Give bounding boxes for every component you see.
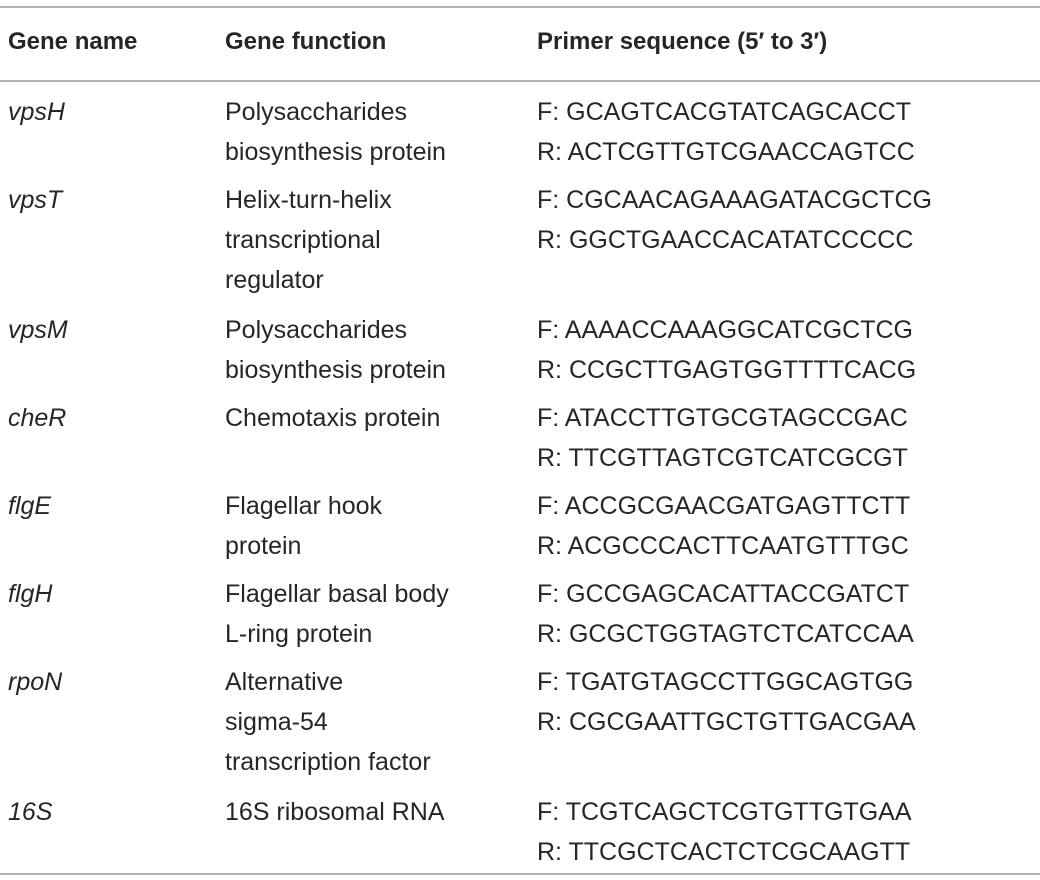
gene-name-cell: vpsM	[8, 316, 68, 344]
reverse-primer: R: GGCTGAACCACATATCCCCC	[537, 226, 914, 254]
gene-function-cell: Polysaccharides biosynthesis protein	[225, 310, 446, 390]
gene-function-cell: Chemotaxis protein	[225, 398, 440, 438]
gene-function-line: Polysaccharides	[225, 316, 408, 344]
table-row: vpsH Polysaccharides biosynthesis protein F…	[0, 92, 1040, 180]
gene-function-line: Flagellar hook	[225, 492, 383, 520]
primer-sequence-cell: F: AAAACCAAAGGCATCGCTCG R: CCGCTTGAGTGGTT…	[537, 310, 916, 390]
gene-function-line: L-ring protein	[225, 620, 373, 648]
gene-function-line: regulator	[225, 266, 324, 294]
gene-function-line: biosynthesis protein	[225, 356, 446, 384]
primer-sequence-cell: F: TCGTCAGCTCGTGTTGTGAA R: TTCGCTCACTCTCG…	[537, 792, 912, 872]
gene-function-line: sigma-54	[225, 708, 328, 736]
primer-sequence-cell: F: GCAGTCACGTATCAGCACCT R: ACTCGTTGTCGAAC…	[537, 92, 915, 172]
gene-function-line: protein	[225, 532, 302, 560]
reverse-primer: R: ACTCGTTGTCGAACCAGTCC	[537, 138, 915, 166]
header-gene-function: Gene function	[225, 28, 387, 55]
forward-primer: F: TGATGTAGCCTTGGCAGTGG	[537, 668, 914, 696]
gene-function-line: transcription factor	[225, 748, 431, 776]
table-header-row: Gene name Gene function Primer sequence …	[0, 24, 1040, 64]
gene-function-cell: Alternative sigma-54 transcription factor	[225, 662, 431, 782]
reverse-primer: R: ACGCCCACTTCAATGTTTGC	[537, 532, 909, 560]
gene-name-cell: flgH	[8, 580, 53, 608]
reverse-primer: R: CGCGAATTGCTGTTGACGAA	[537, 708, 916, 736]
gene-function-line: Helix-turn-helix	[225, 186, 392, 214]
gene-function-cell: Flagellar hook protein	[225, 486, 382, 566]
primer-sequence-cell: F: CGCAACAGAAAGATACGCTCG R: GGCTGAACCACAT…	[537, 180, 932, 260]
gene-function-line: Flagellar basal body	[225, 580, 449, 608]
forward-primer: F: ATACCTTGTGCGTAGCCGAC	[537, 404, 908, 432]
gene-function-line: Chemotaxis protein	[225, 404, 441, 432]
primer-sequence-cell: F: TGATGTAGCCTTGGCAGTGG R: CGCGAATTGCTGTT…	[537, 662, 916, 742]
gene-function-line: transcriptional	[225, 226, 381, 254]
table-row: vpsM Polysaccharides biosynthesis protein F…	[0, 310, 1040, 398]
table-row: rpoN Alternative sigma-54 transcription fac…	[0, 662, 1040, 792]
gene-function-line: Polysaccharides	[225, 98, 408, 126]
primer-sequence-cell: F: GCCGAGCACATTACCGATCT R: GCGCTGGTAGTCTC…	[537, 574, 914, 654]
primer-sequence-cell: F: ATACCTTGTGCGTAGCCGAC R: TTCGTTAGTCGTCA…	[537, 398, 908, 478]
forward-primer: F: GCCGAGCACATTACCGATCT	[537, 580, 910, 608]
reverse-primer: R: TTCGCTCACTCTCGCAAGTT	[537, 838, 911, 866]
table-row: 16S 16S ribosomal RNA F: TCGTCAGCTCGTGTTGT…	[0, 792, 1040, 880]
primer-sequence-cell: F: ACCGCGAACGATGAGTTCTT R: ACGCCCACTTCAAT…	[537, 486, 910, 566]
forward-primer: F: AAAACCAAAGGCATCGCTCG	[537, 316, 913, 344]
gene-function-cell: Polysaccharides biosynthesis protein	[225, 92, 446, 172]
forward-primer: F: TCGTCAGCTCGTGTTGTGAA	[537, 798, 912, 826]
forward-primer: F: GCAGTCACGTATCAGCACCT	[537, 98, 912, 126]
table-row: vpsT Helix-turn-helix transcriptional regul…	[0, 180, 1040, 310]
gene-function-line: 16S ribosomal RNA	[225, 798, 445, 826]
forward-primer: F: CGCAACAGAAAGATACGCTCG	[537, 186, 932, 214]
forward-primer: F: ACCGCGAACGATGAGTTCTT	[537, 492, 911, 520]
reverse-primer: R: TTCGTTAGTCGTCATCGCGT	[537, 444, 908, 472]
table-header-rule	[0, 80, 1040, 82]
gene-name-cell: 16S	[8, 798, 53, 826]
table-bottom-rule	[0, 873, 1040, 875]
reverse-primer: R: CCGCTTGAGTGGTTTTCACG	[537, 356, 917, 384]
header-primer-sequence: Primer sequence (5′ to 3′)	[537, 28, 828, 55]
gene-function-line: Alternative	[225, 668, 344, 696]
table-row: cheR Chemotaxis protein F: ATACCTTGTGCGTAG…	[0, 398, 1040, 486]
header-gene-name: Gene name	[8, 28, 138, 55]
gene-name-cell: cheR	[8, 404, 67, 432]
table-top-rule	[0, 6, 1040, 8]
reverse-primer: R: GCGCTGGTAGTCTCATCCAA	[537, 620, 914, 648]
table-row: flgE Flagellar hook protein F: ACCGCGAACGAT…	[0, 486, 1040, 574]
gene-name-cell: vpsH	[8, 98, 65, 126]
gene-name-cell: flgE	[8, 492, 52, 520]
gene-name-cell: rpoN	[8, 668, 63, 696]
gene-name-cell: vpsT	[8, 186, 63, 214]
gene-function-line: biosynthesis protein	[225, 138, 446, 166]
gene-function-cell: Helix-turn-helix transcriptional regulator	[225, 180, 392, 300]
gene-function-cell: 16S ribosomal RNA	[225, 792, 445, 832]
